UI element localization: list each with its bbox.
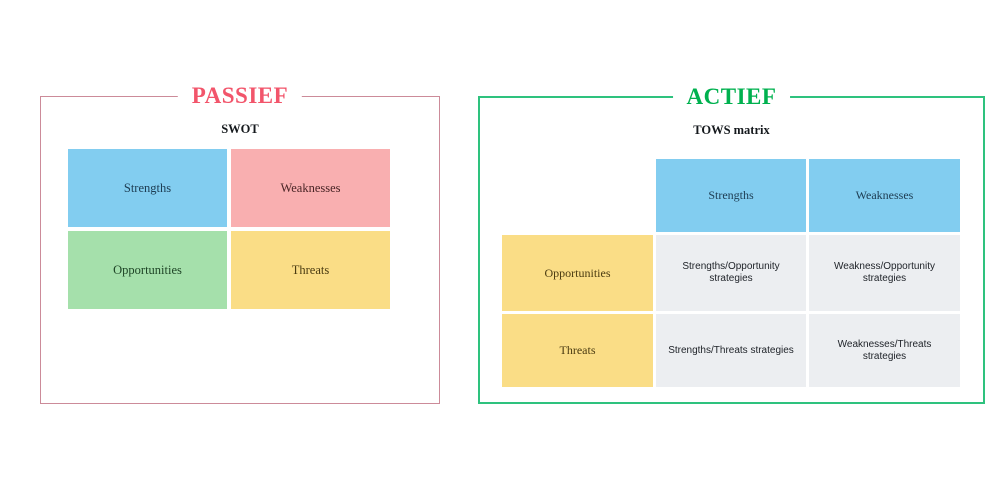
tows-row-header-opportunities[interactable]: Opportunities [502, 235, 653, 311]
tows-cell-text: Weaknesses/Threats strategies [837, 338, 932, 362]
swot-cell-strengths[interactable]: Strengths [68, 149, 227, 227]
swot-cell-label: Threats [291, 262, 330, 277]
actief-panel-title: ACTIEF [672, 83, 791, 111]
swot-grid: Strengths Weaknesses Opportunities Threa… [68, 149, 390, 309]
tows-corner-cell [502, 159, 653, 232]
tows-column-header-strengths[interactable]: Strengths [656, 159, 806, 232]
passief-panel: PASSIEF SWOT Strengths Weaknesses Opport… [40, 82, 440, 404]
tows-row-header-label: Opportunities [544, 265, 611, 280]
tows-heading: TOWS matrix [693, 123, 770, 137]
swot-heading: SWOT [221, 122, 259, 136]
tows-cell-text: Strengths/Threats strategies [668, 344, 794, 356]
passief-panel-title: PASSIEF [177, 82, 303, 110]
tows-cell-text: Strengths/Opportunity strategies [682, 261, 780, 284]
swot-cell-weaknesses[interactable]: Weaknesses [231, 149, 390, 227]
tows-cell-wt[interactable]: Weaknesses/Threats strategies [809, 314, 960, 387]
tows-column-header-weaknesses[interactable]: Weaknesses [809, 159, 960, 232]
swot-cell-label: Opportunities [113, 262, 182, 277]
tows-cell-text: Weakness/Opportunity strategies [834, 261, 935, 284]
tows-grid: Strengths Weaknesses Opportunities Stren… [502, 159, 964, 387]
actief-panel: ACTIEF TOWS matrix Strengths Weaknesses … [478, 83, 985, 404]
tows-row-header-threats[interactable]: Threats [502, 314, 653, 387]
swot-cell-opportunities[interactable]: Opportunities [68, 231, 227, 309]
swot-cell-label: Strengths [123, 180, 172, 195]
tows-column-header-label: Weaknesses [855, 188, 914, 202]
tows-row-header-label: Threats [559, 343, 596, 357]
swot-cell-label: Weaknesses [280, 180, 341, 195]
tows-cell-st[interactable]: Strengths/Threats strategies [656, 314, 806, 387]
tows-cell-so[interactable]: Strengths/Opportunity strategies [656, 235, 806, 311]
tows-cell-wo[interactable]: Weakness/Opportunity strategies [809, 235, 960, 311]
tows-column-header-label: Strengths [708, 188, 754, 202]
swot-cell-threats[interactable]: Threats [231, 231, 390, 309]
